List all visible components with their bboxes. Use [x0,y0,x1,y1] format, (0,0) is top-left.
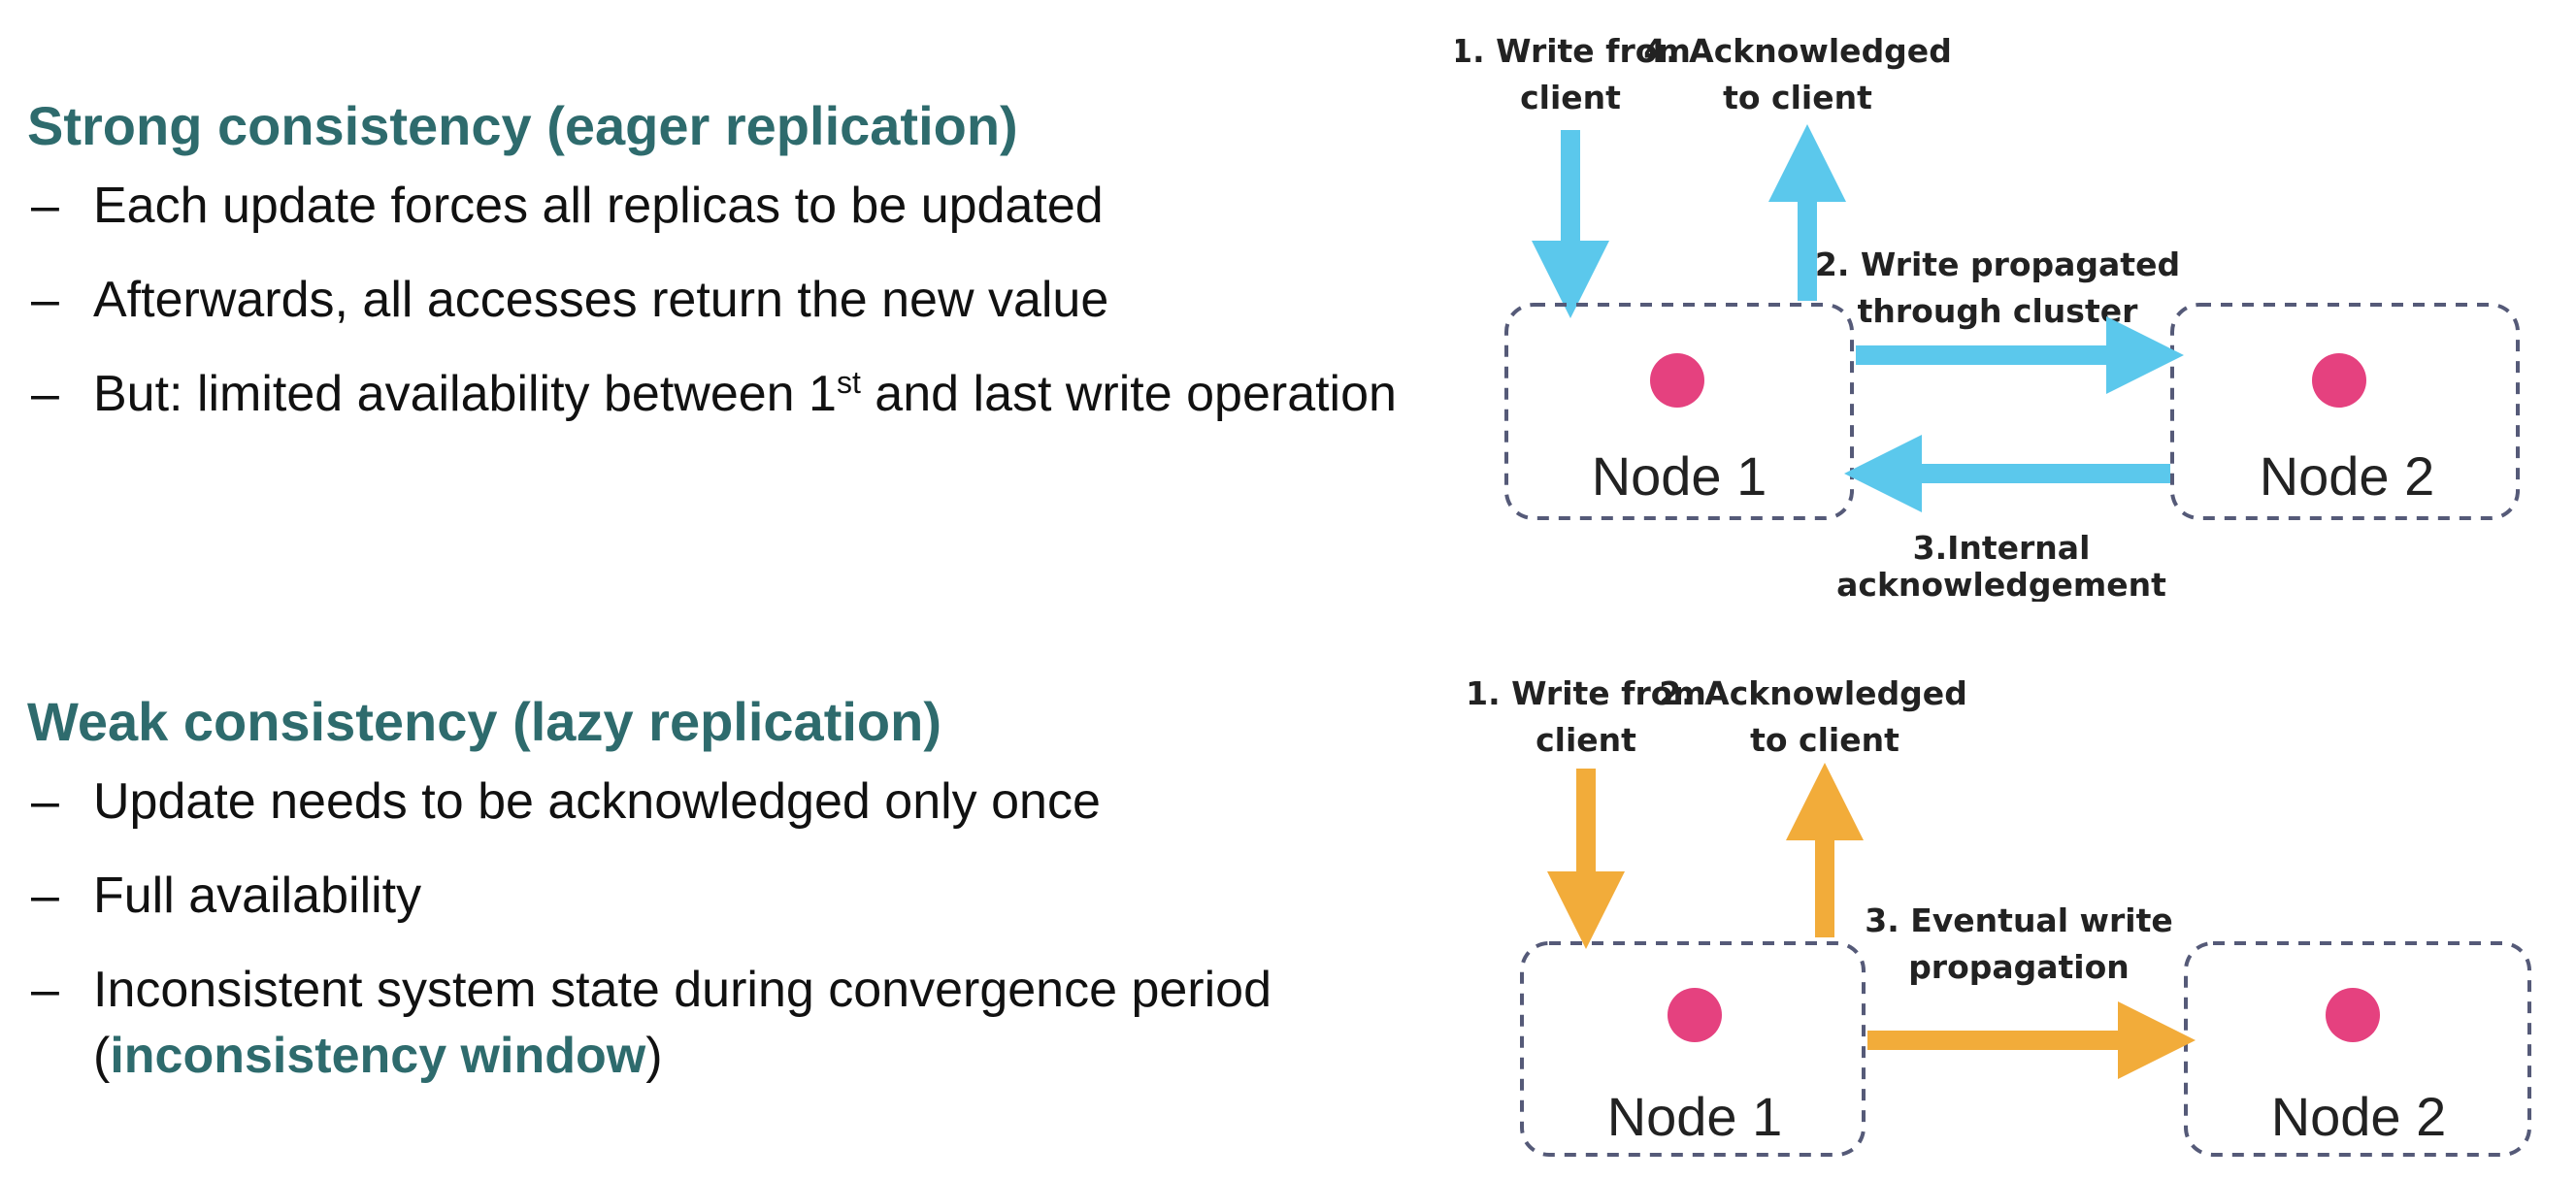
node-2-box [2170,303,2520,520]
bullet-dash: – [31,178,59,234]
bullet-dash: – [31,868,59,924]
strong-consistency-heading: Strong consistency (eager replication) [27,95,1018,156]
list-item: – Full availability [27,863,1425,929]
eager-replication-diagram: 1. Write from client 4. Acknowledged to … [1456,19,2562,602]
strong-consistency-section: Strong consistency (eager replication) –… [27,91,1425,455]
bullet-text: Full availability [93,868,422,924]
list-item: – But: limited availability between 1st … [27,361,1425,427]
bullet-dash: – [31,366,59,422]
bullet-dash: – [31,962,59,1018]
weak-consistency-list: – Update needs to be acknowledged only o… [27,769,1425,1089]
write-from-client-label: 1. Write from [1456,32,1691,70]
superscript: st [836,365,861,400]
node-1-box [1504,303,1854,520]
bullet-text: Update needs to be acknowledged only onc… [93,773,1101,830]
bullet-text-continued: and last write operation [860,366,1397,422]
acknowledged-to-client-label: 4. Acknowledged [1643,32,1952,70]
bullet-text: Each update forces all replicas to be up… [93,178,1104,234]
write-propagated-label-line2: through cluster [1858,292,2138,330]
inconsistency-window-term: inconsistency window [110,1028,646,1084]
lazy-replication-svg: 1. Write from client 2. Acknowledged to … [1466,674,2531,1157]
write-from-client-label: 1. Write from [1466,674,1706,712]
list-item: – Update needs to be acknowledged only o… [27,769,1425,835]
node-2-label: Node 2 [2260,445,2435,507]
eventual-propagation-label: 3. Eventual write [1865,901,2172,939]
acknowledged-to-client-label-line2: to client [1723,79,1872,116]
acknowledged-to-client-label-line2: to client [1750,721,1899,759]
node-2-label: Node 2 [2271,1086,2447,1147]
list-item: – Each update forces all replicas to be … [27,173,1425,239]
eager-replication-svg: 1. Write from client 4. Acknowledged to … [1456,32,2520,602]
node-1-label: Node 1 [1592,445,1767,507]
write-from-client-label-line2: client [1520,79,1621,116]
eventual-propagation-label-line2: propagation [1908,948,2130,986]
node-1-dot [1650,353,1704,408]
internal-ack-label: 3.Internal [1913,529,2091,567]
lazy-replication-diagram: 1. Write from client 2. Acknowledged to … [1456,656,2562,1170]
bullet-dash: – [31,773,59,830]
bullet-text: Afterwards, all accesses return the new … [93,272,1109,328]
list-item: – Afterwards, all accesses return the ne… [27,267,1425,333]
write-from-client-label-line2: client [1536,721,1636,759]
bullet-text-continued: ) [645,1028,663,1084]
write-propagated-label: 2. Write propagated [1815,246,2180,283]
node-2-dot [2312,353,2366,408]
node-1-dot [1668,988,1722,1042]
node-2-dot [2326,988,2380,1042]
node-1-label: Node 1 [1607,1086,1783,1147]
weak-consistency-section: Weak consistency (lazy replication) – Up… [27,687,1425,1117]
strong-consistency-list: – Each update forces all replicas to be … [27,173,1425,427]
bullet-text: But: limited availability between 1 [93,366,837,422]
bullet-dash: – [31,272,59,328]
bullet-text: Inconsistent system state during converg… [93,962,1272,1084]
internal-ack-label-line2: acknowledgement [1836,566,2166,602]
acknowledged-to-client-label: 2. Acknowledged [1659,674,1967,712]
list-item: – Inconsistent system state during conve… [27,957,1425,1089]
weak-consistency-heading: Weak consistency (lazy replication) [27,691,941,752]
node-1-box [1520,941,1866,1157]
